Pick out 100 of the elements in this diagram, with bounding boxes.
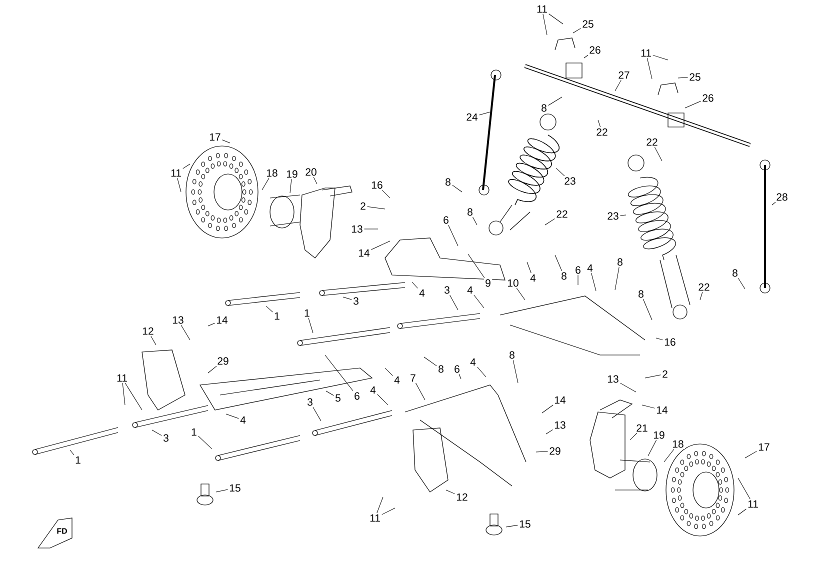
callout-number: 22 (554, 209, 570, 219)
callout-number: 1 (302, 308, 312, 318)
leader-line (122, 382, 126, 406)
leader-line (226, 414, 239, 419)
leader-line (262, 178, 270, 190)
callout-number: 1 (272, 311, 282, 321)
leader-line (424, 356, 437, 366)
callout-number: 6 (352, 391, 362, 401)
callout-number: 26 (700, 93, 716, 103)
callout-number: 8 (444, 177, 452, 187)
leader-line (364, 228, 378, 230)
callout-number: 3 (352, 296, 360, 306)
leader-line (472, 216, 478, 226)
callout-number: 19 (284, 169, 300, 179)
callout-number: 25 (688, 72, 702, 82)
callout-number: 24 (464, 112, 480, 122)
callout-number: 22 (594, 127, 610, 137)
leader-line (542, 14, 548, 36)
leader-line (376, 496, 384, 514)
leader-line (150, 336, 156, 346)
leader-line (506, 524, 518, 528)
leader-line (542, 404, 554, 414)
leader-line (448, 224, 458, 246)
callout-number: 17 (208, 132, 222, 142)
leader-line (313, 176, 318, 184)
leader-line (452, 184, 462, 192)
callout-number: 28 (774, 192, 790, 202)
leader-line (152, 430, 162, 436)
leader-line (772, 202, 776, 206)
callout-number: 15 (228, 483, 242, 493)
leader-line (216, 489, 228, 492)
callout-number: 13 (552, 420, 568, 430)
leader-line (512, 360, 518, 384)
leader-line (371, 240, 390, 250)
callout-number: 12 (454, 492, 470, 502)
callout-number: 14 (654, 405, 670, 415)
callout-number: 8 (616, 257, 624, 267)
callout-number: 20 (304, 167, 318, 177)
callout-number: 17 (756, 442, 772, 452)
callout-number: 7 (408, 373, 418, 383)
leader-line (620, 214, 626, 216)
callout-number: 6 (452, 364, 462, 374)
callout-number: 16 (370, 180, 384, 190)
callout-number: 4 (238, 415, 248, 425)
callout-number: 3 (442, 285, 452, 295)
leader-line (548, 96, 562, 106)
callout-number: 4 (392, 375, 402, 385)
callout-number: 22 (644, 137, 660, 147)
leader-line (630, 432, 638, 440)
callout-number: 23 (606, 211, 620, 221)
callout-number: 10 (506, 278, 520, 288)
leader-line (312, 406, 322, 422)
callout-number: 2 (660, 369, 670, 379)
leader-line (474, 294, 484, 308)
leader-line (266, 306, 273, 312)
callout-number: 4 (468, 357, 478, 367)
callout-number: 1 (190, 427, 198, 437)
callout-number: 13 (350, 224, 364, 234)
leader-line (70, 450, 74, 456)
leader-line (644, 374, 661, 378)
leader-line (738, 478, 750, 500)
leader-line (646, 58, 652, 80)
leader-line (468, 254, 485, 278)
leader-line (544, 218, 556, 226)
leader-line (744, 450, 758, 458)
callout-number: 8 (730, 268, 740, 278)
leader-line (614, 80, 622, 92)
callout-number: 19 (652, 430, 666, 440)
leader-line (614, 266, 620, 290)
callout-number: 4 (586, 263, 594, 273)
leader-line (642, 298, 652, 320)
leader-line (324, 354, 354, 392)
leader-line (536, 451, 548, 452)
callout-number: 14 (214, 315, 230, 325)
leader-line (591, 272, 596, 292)
callout-number: 12 (140, 326, 156, 336)
leader-line (656, 338, 664, 340)
callout-number: 18 (670, 439, 686, 449)
callout-number: 16 (662, 337, 678, 347)
leader-line (556, 168, 565, 176)
leader-line (180, 324, 190, 340)
callout-number: 14 (552, 395, 568, 405)
callout-number: 13 (170, 315, 186, 325)
callout-number: 8 (540, 103, 548, 113)
leader-line (738, 278, 746, 290)
leader-line (458, 374, 462, 380)
leader-line (584, 54, 588, 58)
callout-number: 8 (508, 350, 516, 360)
callout-number: 11 (115, 373, 129, 383)
leader-line (412, 282, 418, 288)
leader-line (678, 77, 688, 78)
leader-line (208, 366, 217, 374)
leader-line (620, 382, 636, 392)
callout-number: 8 (466, 207, 474, 217)
leader-line (642, 404, 656, 408)
callout-number: 9 (484, 278, 492, 288)
callout-number: 2 (358, 201, 368, 211)
leader-line (652, 54, 668, 60)
callout-number: 1 (74, 455, 82, 465)
leader-line (177, 178, 182, 192)
